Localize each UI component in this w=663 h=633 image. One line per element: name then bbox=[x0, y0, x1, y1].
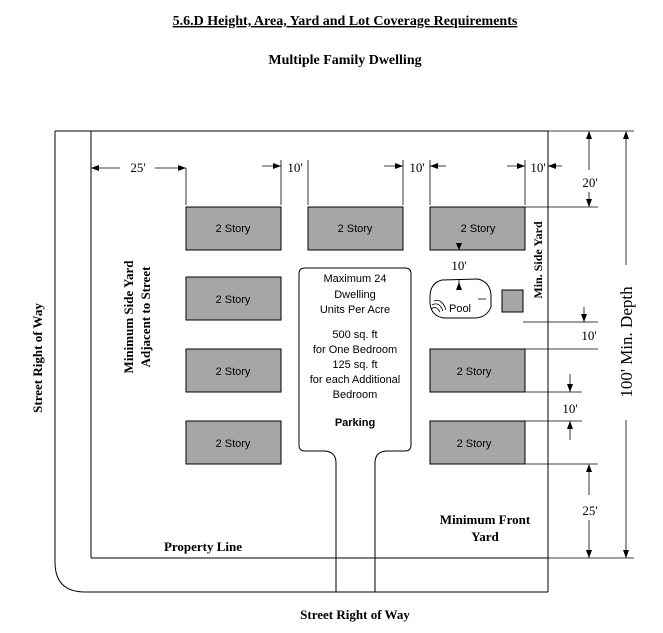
pool-label: Pool bbox=[449, 303, 471, 315]
building-gap-dimension-2: 10' bbox=[409, 160, 424, 175]
street-outline bbox=[54, 131, 548, 593]
front-yard-label-2: Yard bbox=[471, 529, 499, 544]
pool-ladder-icon bbox=[430, 307, 441, 313]
right-dimensions: 20' 10' 10' 25' 100' Min. Depth bbox=[523, 130, 636, 559]
building-label: 2 Story bbox=[216, 223, 251, 235]
top-dimensions: 25' 10' 10' 10' bbox=[91, 160, 562, 205]
building bbox=[307, 206, 404, 251]
building bbox=[429, 348, 526, 393]
building bbox=[185, 420, 282, 465]
density-line: for One Bedroom bbox=[313, 344, 397, 356]
left-setback-dimension: 25' bbox=[130, 160, 145, 175]
parking-outline bbox=[298, 267, 412, 592]
density-notes: Maximum 24 Dwelling Units Per Acre 500 s… bbox=[310, 273, 401, 401]
building-row-top: 2 Story 2 Story 2 Story bbox=[185, 206, 526, 251]
street-left-label: Street Right of Way bbox=[30, 303, 45, 413]
building-column-left: 2 Story 2 Story 2 Story bbox=[185, 276, 282, 465]
building-label: 2 Story bbox=[457, 438, 492, 450]
front-yard-label-1: Minimum Front bbox=[440, 512, 531, 527]
side-yard-street-label-1: Minimum Side Yard bbox=[121, 260, 136, 374]
density-line: for each Additional bbox=[310, 374, 401, 386]
building bbox=[429, 420, 526, 465]
right-gap-dimension-2: 10' bbox=[562, 401, 577, 416]
side-yard-street-label-2: Adjacent to Street bbox=[138, 266, 153, 368]
density-line: Units Per Acre bbox=[320, 304, 390, 316]
right-gap-dimension-1: 10' bbox=[581, 328, 596, 343]
pool-house bbox=[501, 289, 524, 313]
density-line: Maximum 24 bbox=[324, 273, 387, 285]
min-side-yard-label: Min. Side Yard bbox=[531, 221, 545, 299]
density-line: 125 sq. ft bbox=[332, 359, 377, 371]
pool-gap-dimension: 10' bbox=[451, 258, 466, 273]
building-label: 2 Story bbox=[338, 223, 373, 235]
side-gap-dimension: 10' bbox=[530, 160, 545, 175]
building-label: 2 Story bbox=[216, 366, 251, 378]
building-label: 2 Story bbox=[457, 366, 492, 378]
building bbox=[185, 206, 282, 251]
density-line: Dwelling bbox=[334, 289, 376, 301]
pool-shape bbox=[429, 278, 492, 319]
building-label: 2 Story bbox=[216, 438, 251, 450]
front-yard-dimension: 25' bbox=[582, 503, 597, 518]
street-bottom-label: Street Right of Way bbox=[300, 607, 410, 622]
building-label: 2 Story bbox=[461, 223, 496, 235]
property-line-label: Property Line bbox=[164, 539, 242, 554]
parking-label: Parking bbox=[335, 417, 375, 429]
building bbox=[185, 276, 282, 321]
min-depth-label: 100' Min. Depth bbox=[617, 286, 636, 398]
building-gap-dimension-1: 10' bbox=[287, 160, 302, 175]
building-column-right: 2 Story 2 Story bbox=[429, 348, 526, 465]
building bbox=[429, 206, 526, 251]
building bbox=[185, 348, 282, 393]
pool: Pool 10' bbox=[429, 243, 524, 319]
page-subtitle: Multiple Family Dwelling bbox=[268, 53, 421, 68]
density-line: Bedroom bbox=[333, 389, 378, 401]
density-line: 500 sq. ft bbox=[332, 329, 377, 341]
top-yard-dimension: 20' bbox=[582, 175, 597, 190]
page-title: 5.6.D Height, Area, Yard and Lot Coverag… bbox=[173, 14, 518, 29]
building-label: 2 Story bbox=[216, 294, 251, 306]
